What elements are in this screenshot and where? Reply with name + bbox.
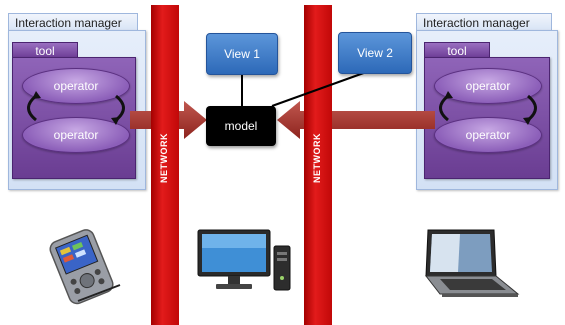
network-bar-left [151, 5, 179, 325]
left-operator-top: operator [22, 68, 130, 104]
right-manager-title-tab: Interaction manager [416, 13, 552, 31]
network-label-right: NETWORK [312, 133, 322, 183]
view-model-connectors [241, 69, 373, 107]
right-operator-bottom-label: operator [465, 128, 511, 142]
view-2-label: View 2 [357, 46, 393, 60]
left-operator-bottom-label: operator [53, 128, 99, 142]
pda-icon [49, 229, 121, 305]
right-manager-title: Interaction manager [423, 16, 530, 30]
left-operator-bottom: operator [22, 117, 130, 153]
network-bar-right [304, 5, 332, 325]
view-1-box: View 1 [206, 33, 278, 75]
left-manager-title: Interaction manager [15, 16, 122, 30]
left-operator-top-label: operator [53, 79, 99, 93]
right-tool-label: tool [447, 44, 467, 58]
right-operator-bottom: operator [434, 117, 542, 153]
laptop-icon [424, 229, 520, 297]
desktop-computer-icon [197, 229, 291, 291]
right-to-model-arrow [277, 101, 435, 139]
right-operator-top-label: operator [465, 79, 511, 93]
left-tool-label: tool [35, 44, 55, 58]
model-box: model [206, 106, 276, 146]
left-operator-cycle-arrows [27, 91, 125, 125]
right-tool-tab: tool [424, 42, 490, 58]
network-label-left: NETWORK [159, 133, 169, 183]
left-manager-title-tab: Interaction manager [8, 13, 138, 31]
model-label: model [224, 119, 258, 133]
left-tool-tab: tool [12, 42, 78, 58]
right-operator-cycle-arrows [439, 91, 537, 125]
view-1-label: View 1 [224, 47, 260, 61]
view-2-box: View 2 [338, 32, 412, 74]
